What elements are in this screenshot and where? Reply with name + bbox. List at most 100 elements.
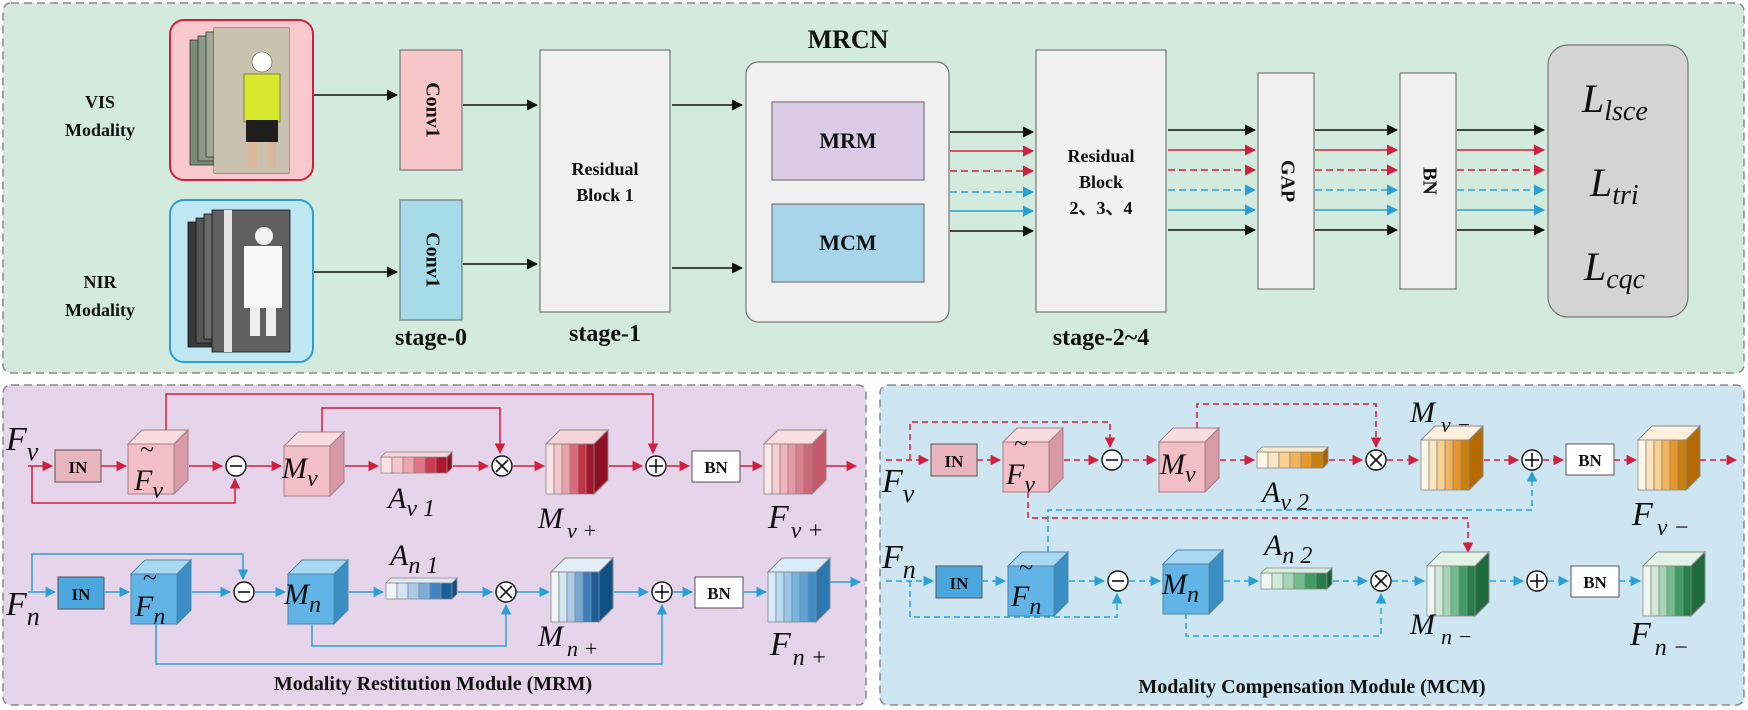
mrm-mn-label: Mn: [283, 578, 321, 618]
nir-modality-label-2: Modality: [65, 300, 135, 320]
mcm-block: [771, 203, 925, 283]
mrm-bn-v-label: BN: [704, 458, 728, 477]
mcm-plus-v-icon: [1521, 449, 1543, 471]
residual-block-234-label-1: Residual: [1067, 146, 1134, 166]
mcm-fn-tilde-label: Fn: [1010, 580, 1041, 620]
residual-block-234-label-3: 2、3、4: [1070, 198, 1133, 218]
mcm-mnminus-cube: [1426, 551, 1490, 617]
mrm-av1-bar: [380, 451, 453, 474]
mcm-label: MCM: [819, 230, 877, 255]
mcm-title: Modality Compensation Module (MCM): [1138, 676, 1485, 698]
mrcn-to-residual-arrows: [950, 126, 1035, 237]
residual-block-1-label-1: Residual: [571, 159, 638, 179]
residual-block-234-label-2: Block: [1079, 172, 1123, 192]
mcm-times-n-icon: [1370, 570, 1392, 592]
mrm-panel: [2, 384, 867, 706]
mrm-fnplus-label: Fn +: [769, 626, 827, 671]
svg-text:~: ~: [140, 435, 154, 464]
mrm-an1-bar: [385, 577, 458, 600]
mrm-bn-n-label: BN: [707, 584, 731, 603]
mcm-in-n-block: [935, 565, 983, 599]
mcm-mn-label: Mn: [1161, 568, 1199, 608]
mcm-fv-tilde-label: Fv: [1005, 458, 1035, 498]
mrm-fvplus-cube: [763, 429, 827, 495]
mrm-mvplus-cube: [545, 429, 609, 495]
vis-image-stack: [169, 19, 314, 181]
conv1-vis-label: Conv1: [421, 82, 443, 138]
gap-block: GAP: [1257, 72, 1315, 290]
mcm-av2-label: Av 2: [1260, 476, 1309, 516]
mcm-fvminus-cube: [1637, 425, 1701, 491]
mcm-minus-n-icon: [1107, 570, 1129, 592]
mrm-label: MRM: [819, 128, 877, 153]
mcm-fnminus-cube: [1642, 551, 1706, 617]
loss-tri: Ltri: [1589, 160, 1639, 211]
bn-label: BN: [1418, 167, 1440, 195]
mrm-fv-tilde-label: Fv: [133, 464, 163, 504]
mcm-an2-bar: [1260, 567, 1333, 590]
mrm-plus-n-icon: [651, 581, 673, 603]
mrm-block: [771, 101, 925, 181]
mrm-mnplus-cube: [550, 557, 614, 623]
residual-to-gap-arrows: [1168, 124, 1257, 236]
mrm-in-n-block: [57, 576, 105, 610]
svg-text:~: ~: [1019, 553, 1033, 582]
mcm-minus-v-icon: [1101, 449, 1123, 471]
mrm-plus-v-icon: [645, 455, 667, 477]
mcm-mv-label: Mv: [1159, 448, 1196, 488]
mcm-bn-v-label: BN: [1578, 451, 1602, 470]
mrm-in-v-block: [54, 449, 102, 483]
svg-text:~: ~: [1014, 429, 1028, 458]
mrm-bn-n-block: [694, 576, 744, 609]
conv1-vis-block: Conv1: [399, 49, 463, 171]
conv1-nir-label: Conv1: [421, 232, 443, 288]
conv1-nir-block: Conv1: [399, 199, 463, 321]
loss-cqc: Lcqc: [1583, 244, 1646, 295]
mcm-in-n-label: IN: [950, 574, 970, 593]
nir-image-stack: [169, 199, 314, 363]
mrm-fn-label: Fn: [5, 586, 40, 631]
loss-lsce: Llsce: [1581, 76, 1648, 127]
mcm-fn-label: Fn: [881, 539, 916, 584]
vis-modality-label-1: VIS: [85, 92, 115, 112]
mrcn-title: MRCN: [808, 25, 889, 54]
mcm-an2-label: An 2: [1262, 529, 1312, 569]
residual-block-234: Residual Block 2、3、4: [1035, 49, 1167, 313]
mrm-fv-label: Fv: [5, 421, 39, 466]
svg-text:~: ~: [143, 563, 157, 592]
mcm-bn-n-label: BN: [1583, 573, 1607, 592]
mcm-times-v-icon: [1365, 449, 1387, 471]
stage-0-label: stage-0: [395, 325, 467, 351]
bn-to-loss-arrows: [1457, 124, 1546, 236]
mrm-times-v-icon: [491, 455, 513, 477]
residual-block-1-label-2: Block 1: [576, 185, 634, 205]
residual-block-1: Residual Block 1: [539, 49, 671, 313]
gap-to-bn-arrows: [1315, 124, 1399, 236]
mrm-mv-label: Mv: [281, 452, 318, 492]
mcm-in-v-label: IN: [945, 452, 965, 471]
mrm-minus-n-icon: [233, 581, 255, 603]
mrcn-block: MRM MCM: [745, 61, 950, 323]
mcm-fv-label: Fv: [881, 463, 915, 508]
mrm-av1-label: Av 1: [386, 482, 435, 522]
mcm-bn-v-block: [1565, 443, 1615, 476]
stage-2-4-label: stage-2~4: [1053, 325, 1149, 351]
vis-modality-label-2: Modality: [65, 120, 135, 140]
mcm-av2-bar: [1256, 446, 1329, 469]
mrm-minus-v-icon: [225, 455, 247, 477]
nir-modality-label-1: NIR: [83, 272, 117, 292]
mrm-bn-v-block: [691, 450, 741, 483]
mrm-times-n-icon: [495, 581, 517, 603]
mrm-fnplus-cube: [767, 557, 831, 623]
gap-label: GAP: [1276, 160, 1298, 202]
stage-1-label: stage-1: [569, 321, 641, 347]
mcm-plus-n-icon: [1526, 570, 1548, 592]
